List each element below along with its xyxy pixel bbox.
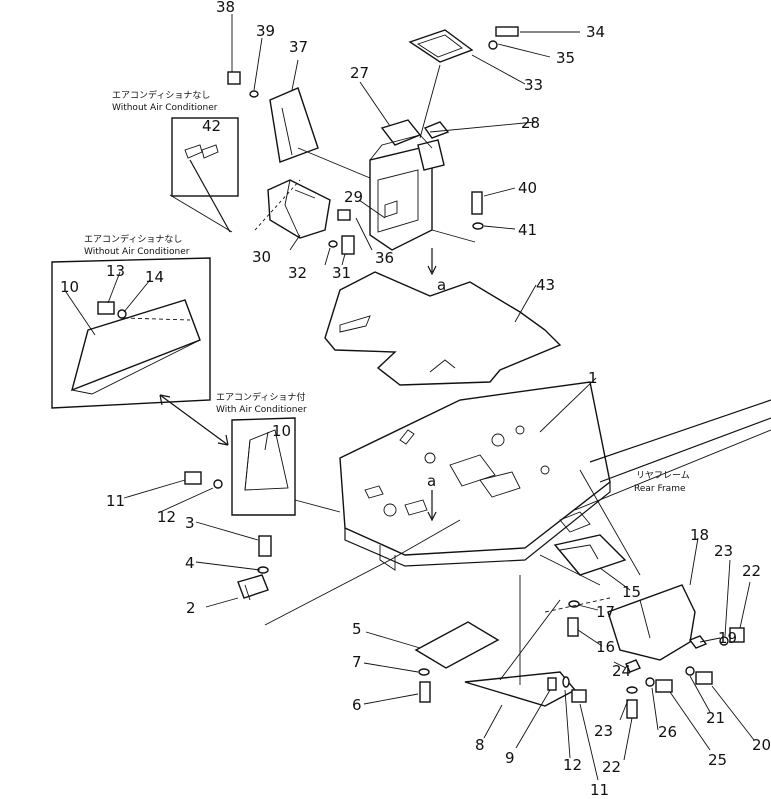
part-label-17: 17 [596, 603, 615, 621]
view-mark-upper: a [437, 276, 446, 294]
caption-top-jp: エアコンディショナなし [112, 89, 210, 101]
inset-with-ac [231, 417, 296, 516]
bracket-2 [237, 574, 269, 599]
part-label-18: 18 [690, 526, 709, 544]
part-label-24: 24 [612, 662, 631, 680]
part-label-6: 6 [352, 696, 362, 714]
part-label-1: 1 [588, 369, 598, 387]
caption-left-jp: エアコンディショナなし [84, 233, 182, 245]
part-label-25: 25 [708, 751, 727, 769]
part-label-22b: 22 [602, 758, 621, 776]
part-label-39: 39 [256, 22, 275, 40]
caption-rear-en: Rear Frame [634, 484, 686, 494]
part-label-32: 32 [288, 264, 307, 282]
caption-with-en: With Air Conditioner [216, 405, 307, 415]
part-label-40: 40 [518, 179, 537, 197]
part-label-2: 2 [186, 599, 196, 617]
part-label-41: 41 [518, 221, 537, 239]
floor-mat [324, 271, 562, 386]
part-label-11a: 11 [106, 492, 125, 510]
part-label-30: 30 [252, 248, 271, 266]
part-label-23b: 23 [594, 722, 613, 740]
floor-frame [339, 381, 771, 571]
bracket-18 [607, 584, 696, 661]
part-label-12a: 12 [157, 508, 176, 526]
part-label-38: 38 [216, 0, 235, 16]
caption-left-en: Without Air Conditioner [84, 247, 190, 257]
view-mark-lower: a [427, 472, 436, 490]
part-label-3: 3 [185, 514, 195, 532]
part-label-9: 9 [505, 749, 515, 767]
plate-5 [414, 621, 500, 669]
part-label-4: 4 [185, 554, 195, 572]
part-label-13: 13 [106, 262, 125, 280]
caption-rear-jp: リヤフレーム [636, 470, 690, 481]
caption-top-en: Without Air Conditioner [112, 103, 218, 113]
part-label-34: 34 [586, 23, 605, 41]
part-label-28: 28 [521, 114, 540, 132]
part-label-10a: 10 [60, 278, 79, 296]
part-label-11b: 11 [590, 781, 609, 795]
part-label-10b: 10 [272, 422, 291, 440]
part-label-33: 33 [524, 76, 543, 94]
part-label-29: 29 [344, 188, 363, 206]
part-label-12b: 12 [563, 756, 582, 774]
cover-37 [269, 87, 319, 163]
part-label-20: 20 [752, 736, 771, 754]
part-label-16: 16 [596, 638, 615, 656]
part-label-35: 35 [556, 49, 575, 67]
part-label-21: 21 [706, 709, 725, 727]
part-label-23a: 23 [714, 542, 733, 560]
leader-lines [65, 14, 755, 781]
fasteners [97, 26, 745, 719]
box-30 [267, 179, 331, 239]
part-label-14: 14 [145, 268, 164, 286]
bracket-33 [408, 29, 474, 63]
inset-without-ac-top [171, 117, 239, 233]
plate-28 [423, 121, 450, 139]
part-label-27: 27 [350, 64, 369, 82]
part-label-31: 31 [332, 264, 351, 282]
part-label-22a: 22 [742, 562, 761, 580]
part-label-5: 5 [352, 620, 362, 638]
part-label-7: 7 [352, 653, 362, 671]
inset-without-ac-left [51, 257, 211, 409]
caption-with-jp: エアコンディショナ付 [216, 391, 305, 403]
part-label-8: 8 [475, 736, 485, 754]
part-label-37: 37 [289, 38, 308, 56]
part-label-15: 15 [622, 583, 641, 601]
double-arrow [159, 394, 229, 446]
part-label-42: 42 [202, 117, 221, 135]
part-label-36: 36 [375, 249, 394, 267]
part-label-26: 26 [658, 723, 677, 741]
bracket-15 [553, 534, 627, 576]
part-label-43: 43 [536, 276, 555, 294]
part-label-19: 19 [718, 629, 737, 647]
